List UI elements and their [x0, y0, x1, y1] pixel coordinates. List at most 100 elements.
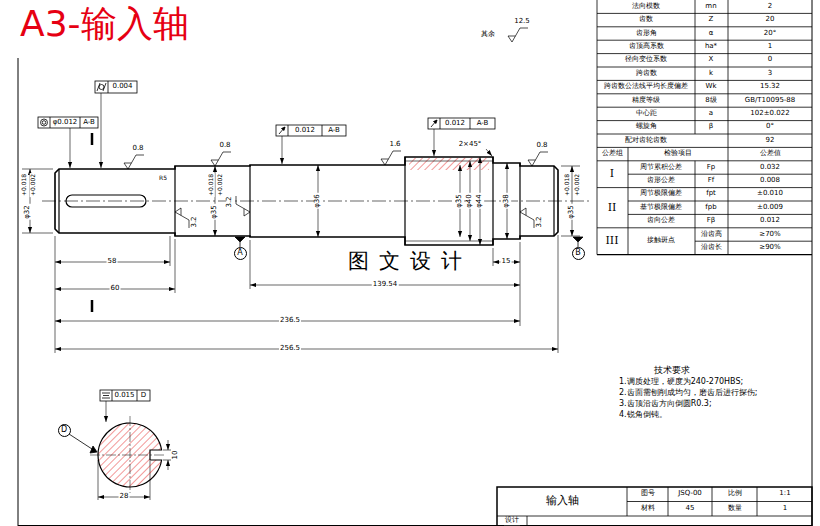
drawing-line: [628, 201, 812, 202]
table-cell: 0.008: [759, 177, 781, 185]
drawing-line: [597, 0, 598, 255]
table-cell: 齿形公差: [646, 177, 676, 185]
drawing-line: [497, 516, 812, 517]
table-cell: 周节累积公差: [639, 164, 683, 172]
drawing-line: [628, 214, 812, 215]
drawing-g: [497, 487, 812, 526]
drawing-line: [58, 169, 59, 233]
title-block-cell: 比例: [727, 490, 743, 498]
length-dimension: 236.5: [279, 317, 301, 325]
table-cell: X: [708, 56, 715, 64]
drawing-line: [519, 163, 520, 239]
drawing-line: [279, 127, 285, 134]
drawing-g: [124, 28, 548, 228]
table-cell: 周节极限偏差: [639, 190, 683, 198]
length-dimension: 58: [107, 258, 118, 266]
table-cell: 公差组: [601, 150, 624, 158]
drawing-line: [106, 401, 107, 422]
drawing-line: [493, 248, 494, 266]
roughness-symbol: [381, 151, 401, 165]
diameter-dimension: φ35: [456, 193, 464, 209]
diameter-dimension: +0.018: [208, 173, 215, 197]
roughness-value: 3.2: [191, 215, 199, 228]
drawing-line: [102, 398, 110, 399]
drawing-g: [597, 0, 812, 255]
table-cell: 92: [765, 137, 776, 145]
watermark: 图文设计: [347, 250, 473, 273]
table-cell: 检验项目: [663, 150, 693, 158]
drawing-line: [215, 166, 216, 236]
drawing-line: [102, 393, 110, 394]
drawing-line: [597, 26, 812, 27]
drawing-line: [597, 134, 812, 135]
drawing-line: [572, 166, 573, 236]
table-cell: 0.032: [759, 164, 781, 172]
drawing-line: [22, 169, 53, 170]
drawing-g: [59, 157, 554, 245]
table-cell: α: [708, 30, 715, 38]
datum-circle: B: [572, 247, 585, 260]
drawing-line: [97, 83, 100, 91]
table-cell: 螺旋角: [635, 123, 658, 131]
length-dimension: 139.54: [372, 281, 399, 289]
section-dimension: 28: [119, 493, 130, 501]
roughness-note: 12.5: [513, 18, 531, 26]
drawing-line: [70, 128, 71, 168]
drawing-g: [22, 166, 580, 500]
drawing-line: [103, 395, 109, 396]
table-cell: 8级: [704, 97, 717, 105]
drawing-line: [597, 93, 812, 94]
drawing-line: [492, 157, 493, 245]
table-cell: 中心距: [635, 110, 658, 118]
drawing-line: [597, 120, 812, 121]
drawing-line: [527, 516, 528, 526]
title-block-cell: 材料: [640, 505, 656, 513]
drawing-line: [174, 166, 175, 236]
drawing-path: [90, 446, 97, 453]
table-cell: k: [708, 70, 714, 78]
drawing-line: [163, 460, 171, 461]
drawing-g: [38, 81, 495, 401]
drawing-line: [163, 450, 171, 451]
drawing-line: [597, 254, 812, 255]
drawing-path: [235, 237, 245, 242]
drawing-line: [175, 239, 176, 293]
table-cell: 15.32: [759, 83, 781, 91]
drawing-line: [553, 166, 554, 236]
roughness-value: 3.2: [226, 195, 234, 208]
table-cell: a: [708, 110, 714, 118]
title-block-cell: JSQ-00: [677, 490, 703, 498]
table-cell: mn: [704, 3, 717, 11]
feature-note: R5: [158, 175, 168, 182]
table-cell: Ff: [707, 177, 716, 185]
table-cell: 精度等级: [631, 97, 661, 105]
technical-note: 1.调质处理，硬度为240-270HBS;: [618, 378, 744, 387]
table-cell: 公差值: [759, 150, 782, 158]
drawing-line: [597, 160, 812, 161]
tolerance-value: A-B: [476, 120, 490, 128]
table-cell: 20: [765, 16, 776, 24]
tolerance-value: φ0.012: [52, 119, 79, 127]
table-cell: 配对齿轮齿数: [624, 137, 668, 145]
roughness-symbol: [236, 196, 250, 216]
diameter-dimension: +0.002: [217, 173, 224, 197]
drawing-path: [55, 157, 558, 245]
drawing-g: [91, 133, 94, 312]
roughness-value: 1.6: [388, 141, 401, 149]
table-cell: 0: [767, 56, 773, 64]
drawing-g: [18, 0, 812, 526]
drawing-line: [55, 236, 56, 353]
table-cell: 沿齿长: [700, 244, 723, 252]
drawing-line: [470, 118, 471, 129]
drawing-line: [597, 67, 812, 68]
drawing-line: [597, 13, 812, 14]
drawing-line: [597, 187, 812, 188]
drawing-path: [434, 120, 438, 124]
table-cell: 102±0.022: [749, 110, 790, 118]
drawing-rect: [428, 118, 495, 129]
table-cell: I: [609, 168, 615, 180]
roughness-symbol: [175, 208, 189, 228]
table-cell: ±0.009: [756, 204, 784, 212]
roughness-value: 3.2: [536, 215, 544, 228]
table-cell: 齿形角: [635, 30, 658, 38]
